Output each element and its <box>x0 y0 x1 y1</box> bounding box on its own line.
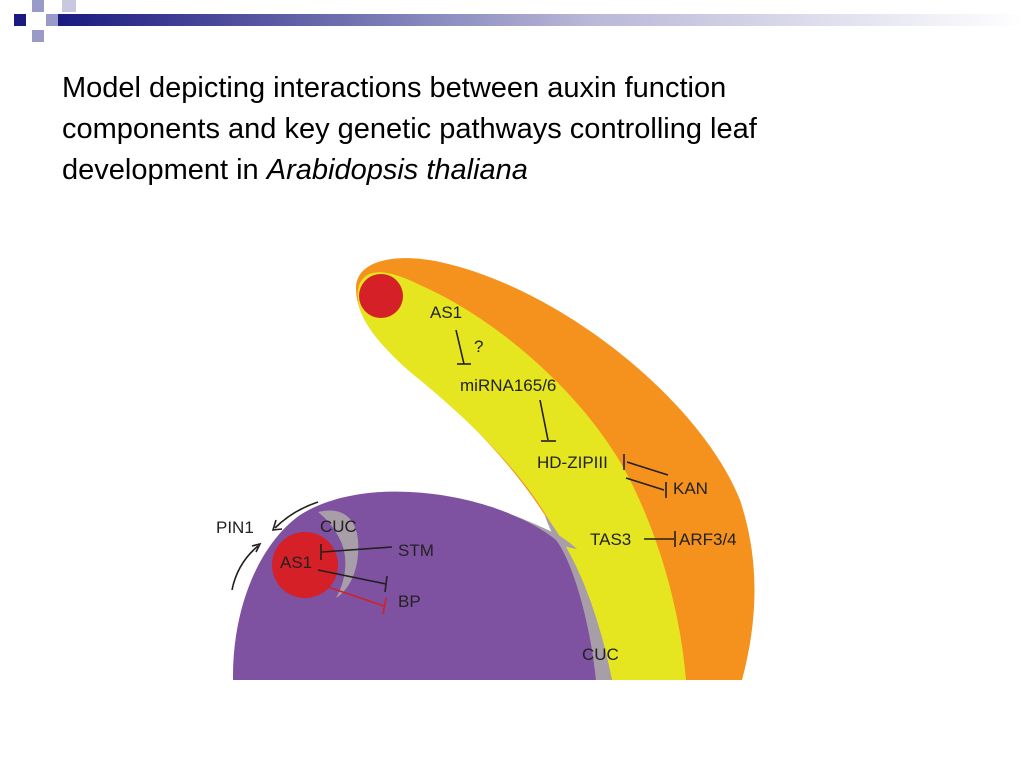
arrowhead <box>271 519 283 531</box>
title-line-3-prefix: development in <box>62 154 267 186</box>
as1-stm-link <box>321 546 393 553</box>
leaf-development-model-diagram: AS1 ? miRNA165/6 HD-ZIPIII KAN TAS3 ARF3… <box>200 250 780 695</box>
pin1-arrow-downward <box>274 501 319 529</box>
label-as1-leaf: AS1 <box>430 303 462 322</box>
label-hd-zipiii: HD-ZIPIII <box>537 453 608 472</box>
meristem-regulatory-network <box>317 544 393 593</box>
label-arf3-4: ARF3/4 <box>679 530 737 549</box>
label-mirna165-6: miRNA165/6 <box>460 376 556 395</box>
arrowhead <box>251 542 262 553</box>
header-square-light <box>46 14 58 26</box>
label-pin1: PIN1 <box>216 518 254 537</box>
inhibition-bar <box>382 597 387 615</box>
hdzip-to-kan-inhibition <box>626 461 669 476</box>
label-question-mark: ? <box>474 337 483 356</box>
label-bp: BP <box>398 592 421 611</box>
cuc-boundary-basal <box>556 540 612 680</box>
as1-to-bp-red-inhibition <box>321 584 385 607</box>
label-as1-meristem: AS1 <box>280 553 312 572</box>
pin1-arrow-upward <box>231 545 259 591</box>
as1-to-mirna-inhibition <box>455 329 465 365</box>
label-cuc-bottom: CUC <box>582 645 619 664</box>
diagram-canvas: AS1 ? miRNA165/6 HD-ZIPIII KAN TAS3 ARF3… <box>216 258 755 680</box>
label-tas3: TAS3 <box>590 530 631 549</box>
header-gradient-bar <box>58 14 1024 26</box>
slide-title: Model depicting interactions between aux… <box>62 68 962 191</box>
as1-to-bp-inhibition <box>317 569 387 585</box>
pin1-auxin-flux-arrows <box>231 501 319 591</box>
header-square-light <box>32 30 44 42</box>
leaf-tip-primordium <box>359 274 403 318</box>
red-repression <box>321 584 387 615</box>
title-line-1: Model depicting interactions between aux… <box>62 72 727 104</box>
header-square-light <box>32 0 44 12</box>
mirna-to-hdzip-inhibition <box>539 399 549 441</box>
adaxial-domain <box>357 272 686 680</box>
inhibition-bar <box>384 575 388 593</box>
title-species-name: Arabidopsis thaliana <box>266 154 528 186</box>
header-square-light <box>62 0 76 12</box>
label-kan: KAN <box>673 479 708 498</box>
title-line-2: components and key genetic pathways cont… <box>62 113 757 145</box>
label-stm: STM <box>398 541 434 560</box>
leaf-regulatory-network <box>455 329 676 547</box>
kan-to-hdzip-inhibition <box>625 477 665 491</box>
slide-header-decoration <box>0 0 1024 48</box>
label-cuc-top: CUC <box>320 517 357 536</box>
header-decoration-graphic <box>14 0 1024 42</box>
header-square-dark <box>14 14 26 26</box>
